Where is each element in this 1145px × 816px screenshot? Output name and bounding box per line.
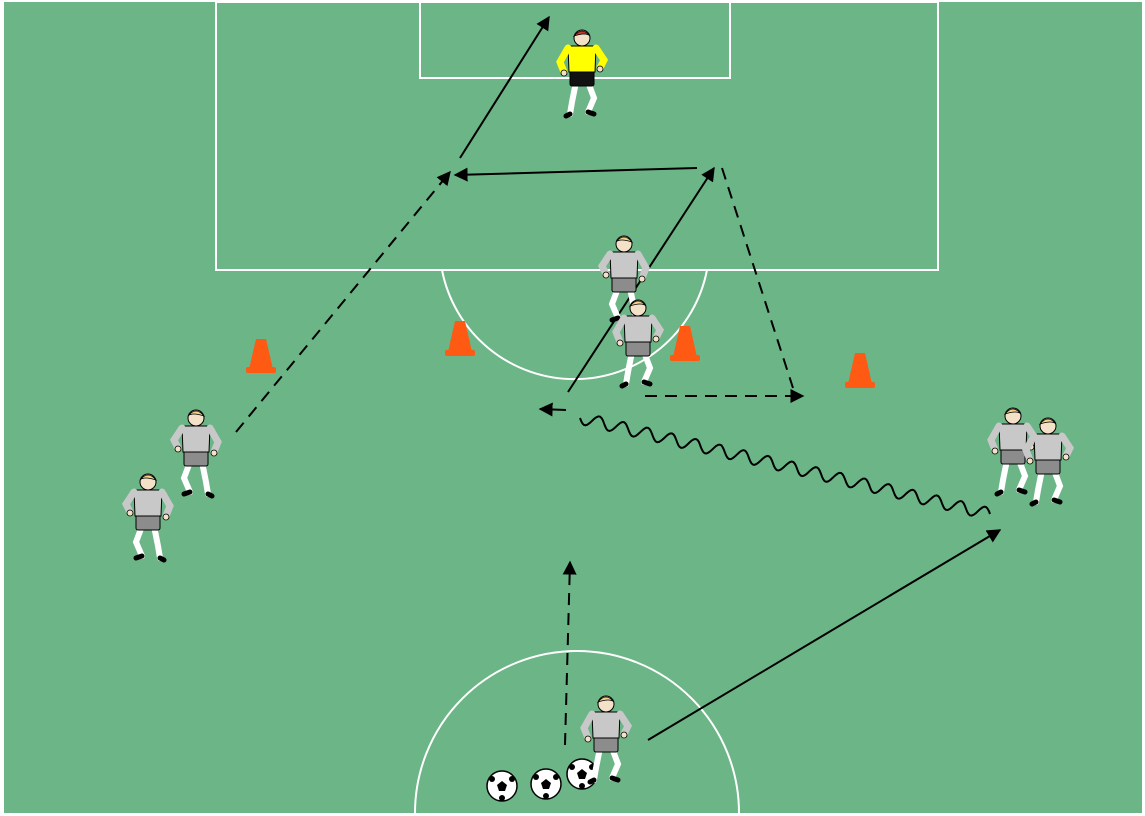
soccer-ball: [487, 771, 517, 801]
dribble-arrow-head: [540, 409, 566, 410]
pitch-surface: [4, 2, 1142, 813]
soccer-ball: [531, 769, 561, 799]
